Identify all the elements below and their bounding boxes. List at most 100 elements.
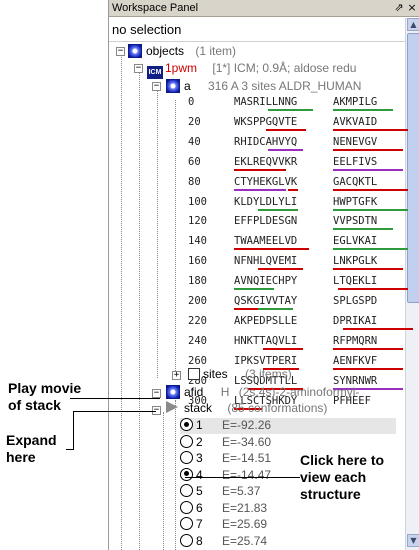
- sequence-row[interactable]: 100 KLDYLDLYLI HWPTGFK: [188, 194, 418, 213]
- sequence-residues[interactable]: DPRIKAI: [333, 314, 378, 327]
- sites-checkbox[interactable]: [188, 368, 200, 380]
- objects-collapse-icon[interactable]: −: [116, 46, 125, 56]
- sequence-residues[interactable]: SYNRNWR: [333, 374, 378, 387]
- vertical-scrollbar[interactable]: ▲ ▼: [405, 18, 419, 550]
- secondary-structure-mark: [333, 367, 403, 370]
- sequence-position: 220: [188, 314, 207, 327]
- tree-node-afid[interactable]: afid H (2s,4s)-2-aminoformyl-: [166, 385, 359, 402]
- sequence-residues[interactable]: HWPTGFK: [333, 195, 378, 208]
- sequence-residues[interactable]: RFPMQRN: [333, 334, 378, 347]
- sequence-residues[interactable]: VVPSDTN: [333, 215, 378, 228]
- stack-label: stack: [184, 401, 213, 415]
- expand-callout: Expand here: [6, 432, 57, 466]
- ligand-collapse-icon[interactable]: −: [152, 388, 161, 398]
- sequence-residues[interactable]: EELFIVS: [333, 155, 378, 168]
- play-stack-icon[interactable]: [166, 401, 178, 413]
- sequence-residues[interactable]: SPLGSPD: [333, 295, 378, 307]
- secondary-structure-mark: [263, 347, 303, 350]
- sequence-residues[interactable]: WKSPPGQVTE: [234, 115, 298, 128]
- sequence-residues[interactable]: QSKGIVVTAY: [234, 295, 298, 307]
- sequence-residues[interactable]: KLDYLDLYLI: [234, 195, 298, 208]
- secondary-structure-mark: [258, 268, 303, 271]
- sequence-residues[interactable]: CTYHEKGLVK: [234, 175, 298, 188]
- sites-expand-icon[interactable]: +: [172, 370, 181, 380]
- sequence-residues[interactable]: AVKVAID: [333, 115, 378, 128]
- sequence-residues[interactable]: EGLVKAI: [333, 235, 378, 248]
- conformation-radio[interactable]: [180, 484, 193, 497]
- conformation-radio[interactable]: [180, 467, 193, 481]
- sequence-residues[interactable]: EKLREQVVKR: [234, 155, 298, 168]
- conformation-radio[interactable]: [180, 451, 193, 464]
- conformation-energy: E=-14.51: [222, 451, 272, 465]
- conformation-energy: E=-14.47: [222, 467, 272, 482]
- sequence-residues[interactable]: AENFKVF: [333, 354, 378, 367]
- conformation-radio[interactable]: [180, 500, 193, 514]
- sequence-residues[interactable]: HNKTTAQVLI: [234, 334, 298, 347]
- chain-collapse-icon[interactable]: −: [152, 81, 161, 91]
- sequence-residues[interactable]: MASRILLNNG: [234, 96, 298, 108]
- tree-node-stack[interactable]: stack (85 conformations): [166, 401, 327, 418]
- tree-node-objects[interactable]: objects (1 item): [128, 44, 236, 61]
- scroll-up-icon[interactable]: ▲: [407, 18, 419, 31]
- sequence-residues[interactable]: EFFPLDESGN: [234, 215, 298, 228]
- conformation-number: 2: [196, 434, 203, 449]
- sequence-residues[interactable]: IPKSVTPERI: [234, 354, 298, 367]
- sequence-residues[interactable]: NENEVGV: [333, 135, 378, 148]
- conformation-row[interactable]: 4 E=-14.47: [180, 467, 290, 484]
- sequence-residues[interactable]: AVNQIECHPY: [234, 275, 298, 288]
- undock-icon[interactable]: ⇗: [394, 1, 404, 14]
- sequence-residues[interactable]: AKMPILG: [333, 96, 378, 108]
- tree-guide: [163, 412, 164, 550]
- close-icon[interactable]: ×: [407, 1, 417, 14]
- sequence-residues[interactable]: PFHEEF: [333, 394, 371, 407]
- sequence-row[interactable]: 220 AKPEDPSLLE DPRIKAI: [188, 313, 418, 332]
- sequence-residues[interactable]: LTQEKLI: [333, 275, 378, 288]
- secondary-structure-mark: [268, 109, 313, 111]
- sequence-residues[interactable]: LLSCTSHKDY: [234, 394, 298, 407]
- stack-expand-icon[interactable]: −: [152, 405, 161, 415]
- conformation-radio[interactable]: [180, 418, 193, 431]
- object-collapse-icon[interactable]: −: [134, 63, 143, 73]
- sequence-residues[interactable]: NFNHLQVEMI: [234, 255, 298, 268]
- scroll-thumb[interactable]: [407, 33, 419, 303]
- sequence-row[interactable]: 40 RHIDCAHVYQ NENEVGV: [188, 134, 418, 153]
- conformation-radio[interactable]: [180, 517, 193, 530]
- sequence-residues[interactable]: AKPEDPSLLE: [234, 314, 298, 327]
- sequence-residues[interactable]: GACQKTL: [333, 175, 378, 188]
- panel-titlebar: Workspace Panel ⇗ ×: [109, 0, 419, 17]
- conformation-number: 4: [196, 467, 203, 482]
- conformation-radio[interactable]: [180, 533, 193, 547]
- sequence-position: 100: [188, 195, 207, 208]
- sequence-residues[interactable]: TWAAMEELVD: [234, 235, 298, 248]
- conformation-radio[interactable]: [180, 434, 193, 448]
- sequence-position: 40: [188, 135, 201, 148]
- scroll-down-icon[interactable]: ▼: [407, 534, 419, 547]
- tree-node-chain-a[interactable]: a 316 A 3 sites ALDR_HUMAN: [166, 79, 361, 96]
- callout-text: Click here to: [300, 452, 385, 468]
- sequence-residues[interactable]: RHIDCAHVYQ: [234, 135, 298, 148]
- tree-node-sites[interactable]: sites (3 items): [188, 367, 292, 384]
- sequence-residues[interactable]: LSSQDMTTLL: [234, 374, 298, 387]
- sequence-residues[interactable]: LNKPGLK: [333, 255, 378, 268]
